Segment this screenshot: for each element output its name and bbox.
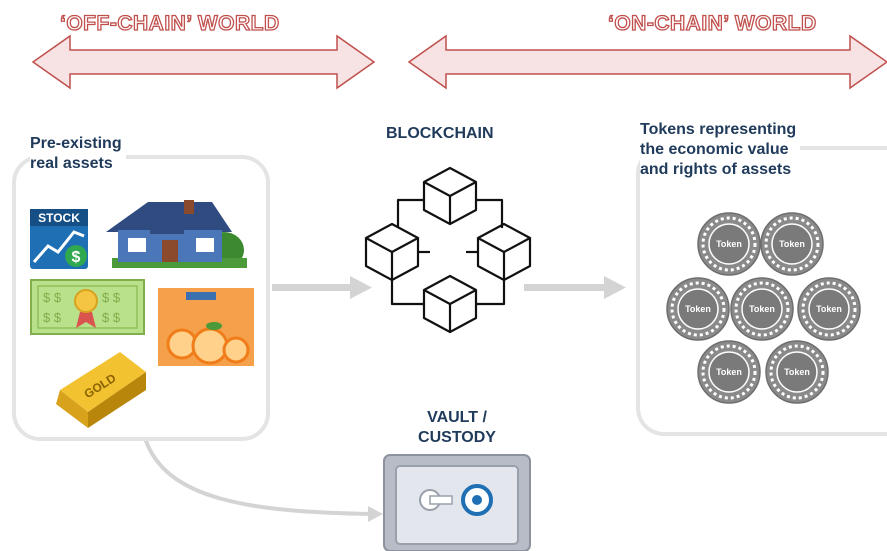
- stock-icon: $: [30, 209, 88, 269]
- token-coin: Token: [697, 340, 761, 404]
- real-assets-label: Pre-existing real assets: [30, 134, 126, 174]
- token-label: Token: [749, 304, 775, 314]
- token-label: Token: [816, 304, 842, 314]
- assets-to-blockchain-arrow: [272, 276, 372, 299]
- real-assets-panel: [12, 155, 270, 441]
- token-coin: Token: [697, 212, 761, 276]
- token-label: Token: [716, 239, 742, 249]
- on-chain-double-arrow: [407, 34, 887, 90]
- assets-to-vault-arrow: [143, 437, 383, 522]
- tokens-label-line3: and rights of assets: [640, 161, 792, 178]
- off-chain-double-arrow: [31, 34, 376, 90]
- token-coin: Token: [666, 277, 730, 341]
- token-label: Token: [784, 367, 810, 377]
- tokens-label-line1: Tokens representing: [640, 121, 797, 138]
- blockchain-label: BLOCKCHAIN: [386, 125, 494, 142]
- svg-text:$ $: $ $: [43, 310, 62, 325]
- token-coin: Token: [730, 277, 794, 341]
- stock-label: STOCK: [38, 211, 80, 225]
- token-coin: Token: [760, 212, 824, 276]
- off-chain-title: ‘OFF-CHAIN’ WORLD: [59, 11, 280, 35]
- svg-text:$ $: $ $: [102, 310, 121, 325]
- oranges-icon: [158, 288, 254, 366]
- house-icon: [106, 200, 247, 268]
- tokens-panel: [636, 146, 887, 436]
- real-assets-label-line2: real assets: [30, 155, 113, 172]
- svg-text:$ $: $ $: [102, 290, 121, 305]
- blockchain-to-tokens-arrow: [524, 276, 626, 299]
- vault-icon: [383, 454, 531, 551]
- svg-text:$: $: [72, 249, 81, 266]
- tokens-label-line2: the economic value: [640, 141, 789, 158]
- gold-bar-icon: GOLD: [56, 352, 146, 428]
- real-assets-label-line1: Pre-existing: [30, 135, 122, 152]
- vault-label: VAULT / CUSTODY: [402, 408, 512, 448]
- tokens-label: Tokens representing the economic value a…: [640, 120, 801, 180]
- vault-label-line2: CUSTODY: [418, 429, 496, 446]
- token-coin: Token: [765, 340, 829, 404]
- vault-label-line1: VAULT /: [427, 409, 487, 426]
- token-label: Token: [685, 304, 711, 314]
- token-label: Token: [779, 239, 805, 249]
- stock-label-holder: STOCK: [38, 211, 80, 225]
- token-coin: Token: [797, 277, 861, 341]
- svg-text:$ $: $ $: [43, 290, 62, 305]
- blockchain-icon: [364, 166, 532, 334]
- dollar-bill-icon: $ $ $ $ $ $ $ $: [30, 279, 145, 335]
- on-chain-title: ‘ON-CHAIN’ WORLD: [607, 11, 817, 35]
- token-label: Token: [716, 367, 742, 377]
